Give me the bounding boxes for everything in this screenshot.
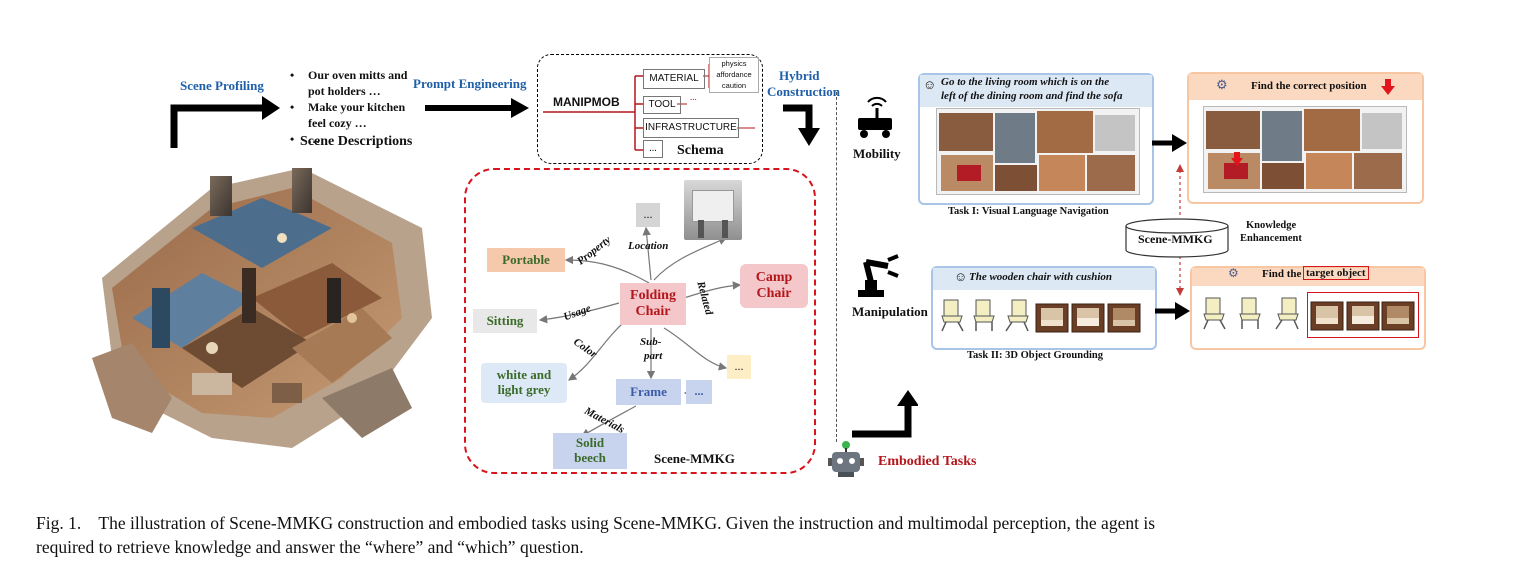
chair-icon xyxy=(1239,297,1261,329)
kb-cylinder-icon xyxy=(1125,218,1229,258)
hybrid-arrow-icon xyxy=(783,104,820,146)
target-highlight-box xyxy=(1307,292,1419,338)
schema-tool: TOOL xyxy=(643,96,681,114)
scene-profiling-label: Scene Profiling xyxy=(180,78,264,93)
kg-camp-label: Camp xyxy=(755,269,793,285)
manipulation-arm-icon xyxy=(858,254,899,297)
agent-icon: ⚙ xyxy=(1216,77,1228,92)
task1-arrow-icon xyxy=(1152,134,1187,152)
task2-label: Task II: 3D Object Grounding xyxy=(967,350,1103,361)
scene-descriptions-label: Scene Descriptions xyxy=(300,134,413,149)
house-3d-model xyxy=(92,168,432,448)
description-item: pot holders … xyxy=(308,84,381,98)
schema-label: Schema xyxy=(677,143,724,158)
armchair-icon xyxy=(1346,301,1380,331)
armchair-icon xyxy=(1035,303,1069,333)
kg-frame-more: ... xyxy=(686,380,712,404)
nav-instruction-1: Go to the living room which is on the xyxy=(941,76,1110,88)
profiling-arrow-icon xyxy=(170,96,280,148)
kg-folding-label: Folding xyxy=(630,287,676,303)
description-item: •… xyxy=(290,132,320,146)
schema-material: MATERIAL xyxy=(643,69,705,89)
target-object-label: target object xyxy=(1303,266,1369,280)
kg-beech-label: beech xyxy=(574,450,606,465)
chair-icon xyxy=(1203,297,1226,330)
find-position-label: Find the correct position xyxy=(1251,80,1367,92)
down-arrow-icon xyxy=(1381,79,1395,95)
schema-affordance: affordance xyxy=(716,70,752,79)
schema-root: MANIPMOB xyxy=(553,95,620,109)
schema-physics: physics xyxy=(721,59,747,68)
kg-location-image xyxy=(684,180,742,240)
schema-material-children: physics affordance caution xyxy=(709,57,759,93)
task1-label: Task I: Visual Language Navigation xyxy=(948,206,1109,217)
user-icon: ☺ xyxy=(923,77,937,92)
schema-infrastructure: INFRASTRUCTURE xyxy=(643,118,739,138)
description-item: •Our oven mitts and xyxy=(290,68,408,82)
armchair-icon xyxy=(1107,303,1141,333)
hybrid-label-2: Construction xyxy=(767,84,840,99)
task2-arrow-icon xyxy=(1155,302,1190,320)
chair-icon xyxy=(1275,297,1299,330)
find-the-label: Find the xyxy=(1262,268,1302,280)
kg-solid-beech: Solid beech xyxy=(553,433,627,469)
kg-chair-label: Chair xyxy=(635,304,671,319)
kg-folding-chair: Folding Chair xyxy=(620,283,686,325)
manipulation-label: Manipulation xyxy=(852,304,928,319)
nav-instruction-2: left of the dining room and find the sof… xyxy=(941,90,1123,102)
description-item: •Make your kitchen xyxy=(290,100,406,114)
kg-label: Scene-MMKG xyxy=(654,451,735,466)
figure-caption-line-2: required to retrieve knowledge and answe… xyxy=(36,537,584,557)
grounding-instruction: The wooden chair with cushion xyxy=(969,271,1113,283)
kg-white-light-grey: white and light grey xyxy=(481,363,567,403)
divider-line xyxy=(836,92,837,442)
embodied-arrow-icon xyxy=(852,390,918,438)
kg-frame: Frame xyxy=(616,379,681,405)
task1-floorplan xyxy=(936,108,1140,195)
embodied-tasks-label: Embodied Tasks xyxy=(878,454,977,469)
armchair-icon xyxy=(1381,301,1415,331)
kb-dashed-arrows xyxy=(1176,164,1184,296)
kg-right-more: ... xyxy=(727,355,751,379)
kb-label: Scene-MMKG xyxy=(1138,232,1213,246)
schema-box xyxy=(537,54,763,164)
kg-subpart-label-1: Sub- xyxy=(640,336,662,348)
task1-result-floorplan xyxy=(1203,106,1407,193)
mobility-robot-icon xyxy=(858,96,892,138)
chair-icon xyxy=(973,299,995,331)
chair-icon xyxy=(1005,299,1029,332)
knowledge-label-1: Knowledge xyxy=(1246,220,1297,231)
position-marker-icon xyxy=(1231,152,1243,166)
user-icon-2: ☺ xyxy=(954,269,968,284)
kg-sitting: Sitting xyxy=(473,309,537,333)
kg-camp-chair-label: Chair xyxy=(756,286,792,301)
chair-icon xyxy=(941,299,964,332)
description-item: feel cozy … xyxy=(308,116,367,130)
robot-agent-icon xyxy=(828,441,864,477)
armchair-icon xyxy=(1071,303,1105,333)
kg-solid-label: Solid xyxy=(575,435,605,451)
prompt-engineering-label: Prompt Engineering xyxy=(413,76,527,91)
knowledge-label-2: Enhancement xyxy=(1240,233,1302,244)
kg-location-box: ... xyxy=(636,203,660,227)
description-list: •Our oven mitts and pot holders … •Make … xyxy=(290,67,420,147)
schema-tool-child: ... xyxy=(690,92,697,102)
kg-camp-chair: Camp Chair xyxy=(740,264,808,308)
figure-caption-line-1: Fig. 1. The illustration of Scene-MMKG c… xyxy=(36,513,1156,533)
kg-location-label: Location xyxy=(628,240,669,252)
prompt-arrow-icon xyxy=(425,98,529,118)
kg-portable: Portable xyxy=(487,248,565,272)
schema-caution: caution xyxy=(721,81,747,90)
armchair-icon xyxy=(1310,301,1344,331)
mobility-label: Mobility xyxy=(853,146,901,161)
hybrid-label-1: Hybrid xyxy=(779,68,820,83)
kg-subpart-label-2: part xyxy=(644,350,663,362)
kg-grey-label: light grey xyxy=(497,382,551,397)
agent-icon-2: ⚙ xyxy=(1228,266,1239,280)
schema-more: ... xyxy=(643,140,663,158)
kg-white-label: white and xyxy=(496,367,552,383)
kg-box xyxy=(464,168,816,474)
